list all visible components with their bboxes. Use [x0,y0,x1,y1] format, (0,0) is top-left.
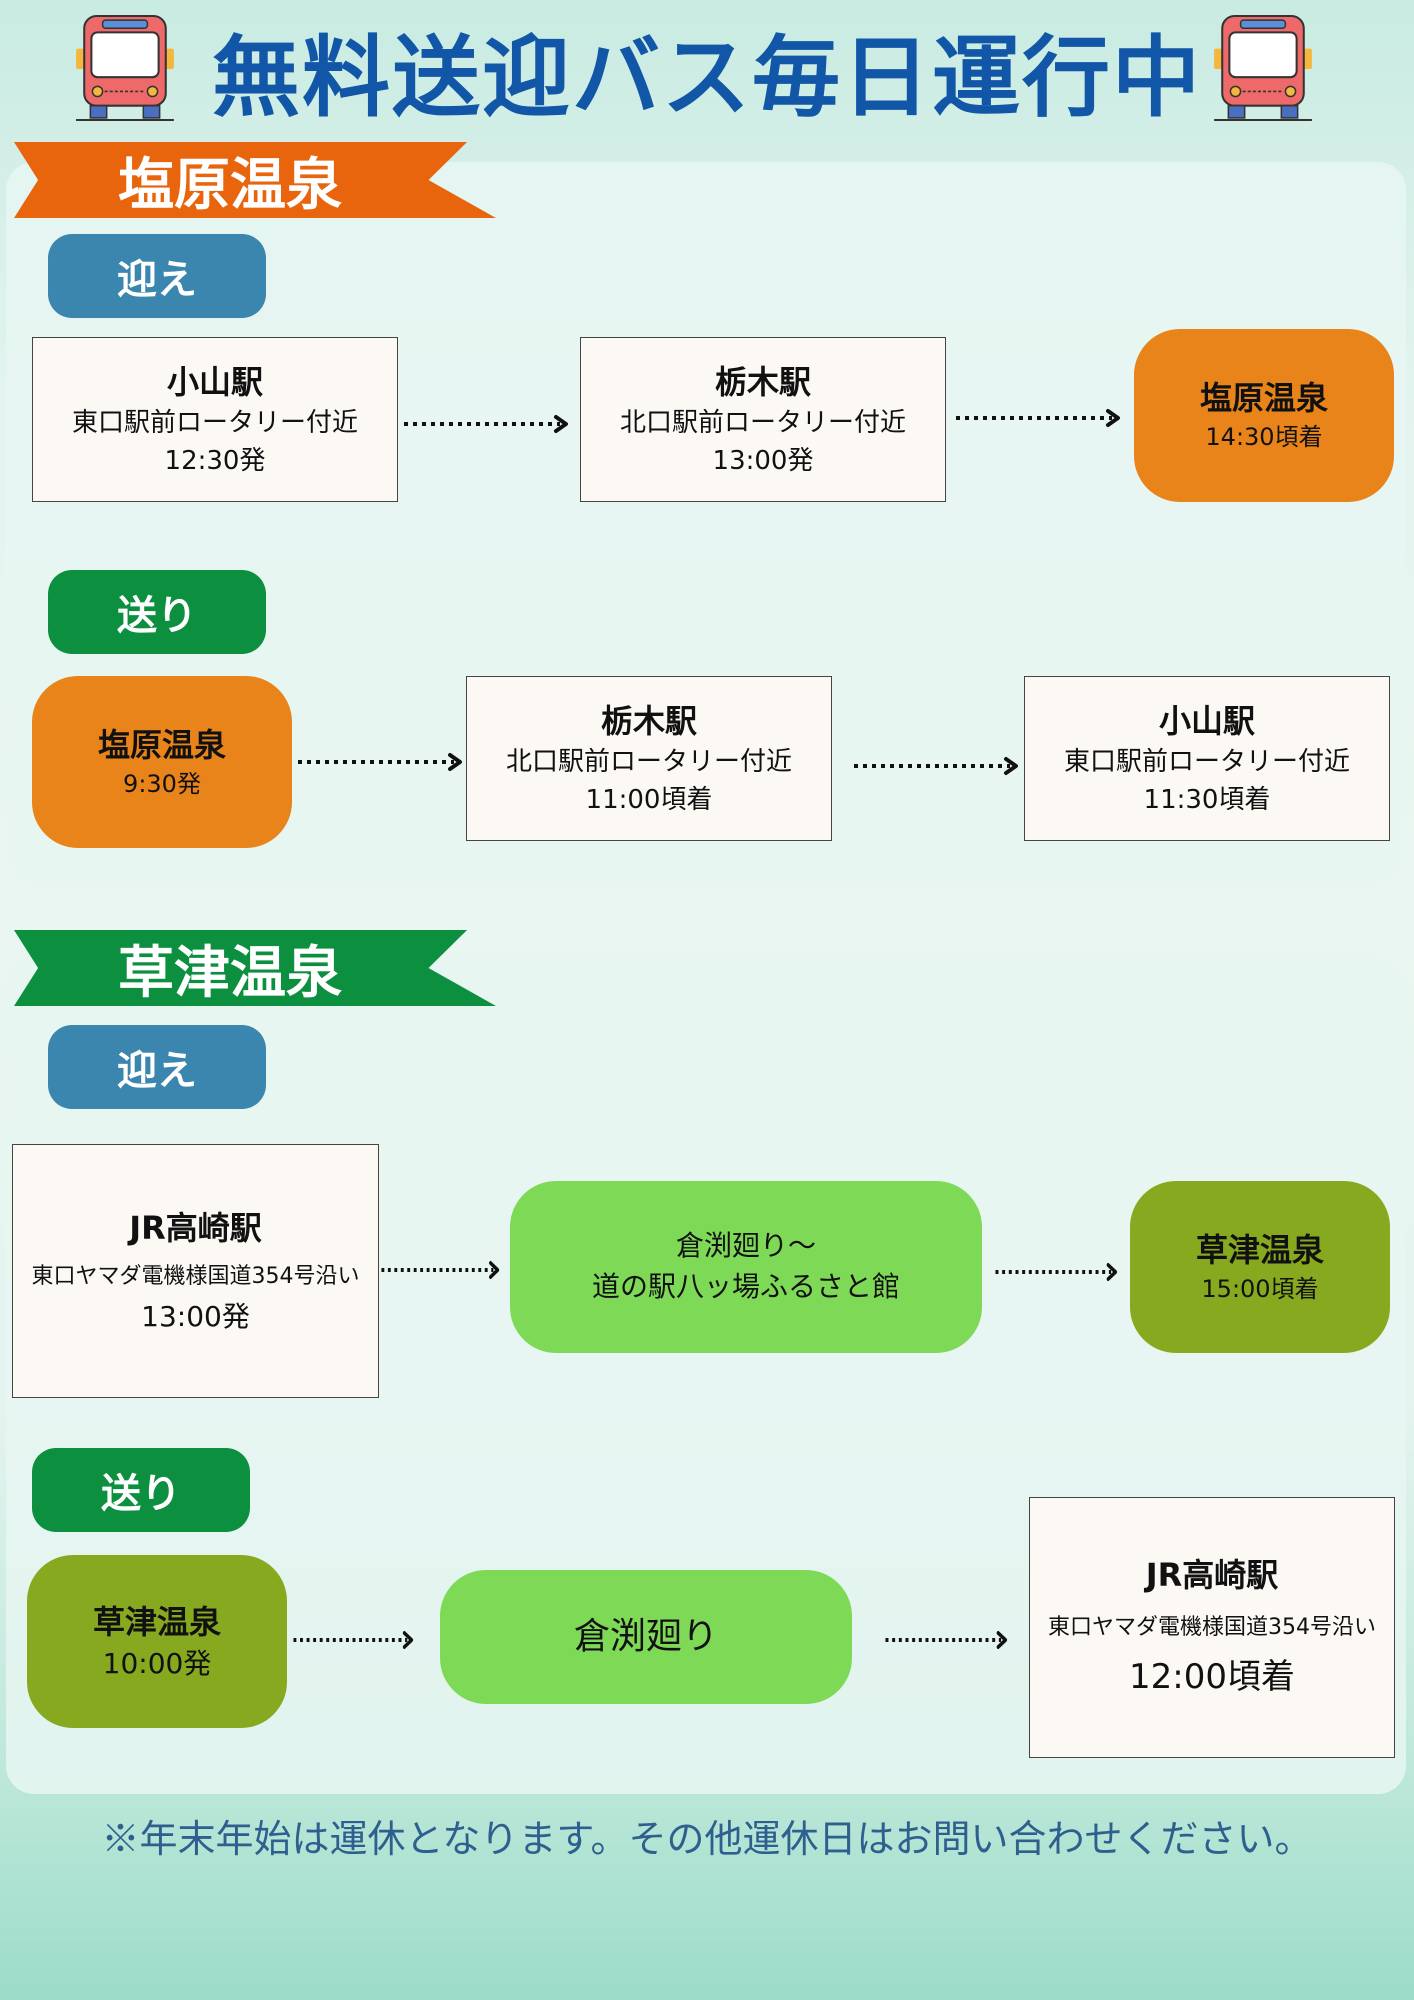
kusatsu-dropoff-label: 送り [32,1448,250,1532]
stop-time: 12:00頃着 [1129,1657,1295,1698]
kusatsu-pickup-label: 迎え [48,1025,266,1109]
dotted-arrow-icon [380,1260,502,1280]
stop-name: 栃木駅 [714,363,811,402]
route-line2: 道の駅八ッ場ふるさと館 [591,1270,900,1303]
kusatsu-pickup-route: 倉渕廻り～ 道の駅八ッ場ふるさと館 [510,1181,982,1353]
stop-desc: 東口駅前ロータリー付近 [1063,746,1350,777]
stop-name: 小山駅 [1158,702,1255,741]
stop-name: 栃木駅 [600,702,697,741]
shiobara-dropoff-stop-tochigi: 栃木駅 北口駅前ロータリー付近 11:00頃着 [466,676,832,841]
stop-time: 13:00発 [141,1299,250,1333]
stop-name: 小山駅 [166,363,263,402]
stop-time: 11:00頃着 [585,784,713,815]
route-line1: 倉渕廻り～ [675,1229,816,1263]
kusatsu-dropoff-route: 倉渕廻り [440,1570,852,1704]
shiobara-dropoff-stop-oyama: 小山駅 東口駅前ロータリー付近 11:30頃着 [1024,676,1390,841]
stop-name: JR高崎駅 [129,1209,262,1248]
page-title: 無料送迎バス毎日運行中 [211,24,1202,129]
shiobara-pickup-dest: 塩原温泉 14:30頃着 [1134,329,1394,502]
shiobara-pickup-stop-tochigi: 栃木駅 北口駅前ロータリー付近 13:00発 [580,337,946,502]
kusatsu-ribbon: 草津温泉 [14,930,496,1006]
stop-desc: 北口駅前ロータリー付近 [505,746,792,777]
shiobara-ribbon: 塩原温泉 [14,142,496,218]
dotted-arrow-icon [852,756,1022,776]
shiobara-dropoff-label: 送り [48,570,266,654]
stop-name: JR高崎駅 [1145,1556,1279,1595]
origin-time: 9:30発 [123,769,201,798]
dotted-arrow-icon [402,414,572,434]
shiobara-dropoff-origin: 塩原温泉 9:30発 [32,676,292,848]
dest-time: 15:00頃着 [1201,1274,1319,1303]
dotted-arrow-icon [884,1630,1010,1650]
shiobara-pickup-stop-oyama: 小山駅 東口駅前ロータリー付近 12:30発 [32,337,398,502]
shiobara-pickup-label: 迎え [48,234,266,318]
kusatsu-pickup-dest: 草津温泉 15:00頃着 [1130,1181,1390,1353]
dest-name: 塩原温泉 [1199,379,1328,418]
route-line1: 倉渕廻り [573,1615,718,1657]
stop-desc: 東口ヤマダ電機様国道354号沿い [1048,1615,1376,1641]
dotted-arrow-icon [994,1262,1120,1282]
stop-time: 12:30発 [164,445,266,476]
origin-time: 10:00発 [102,1647,212,1681]
stop-time: 13:00発 [712,445,814,476]
kusatsu-dropoff-origin: 草津温泉 10:00発 [27,1555,287,1728]
stop-desc: 北口駅前ロータリー付近 [619,407,906,438]
dest-time: 14:30頃着 [1205,423,1323,452]
dotted-arrow-icon [296,752,466,772]
bus-icon-left [74,14,176,122]
stop-desc: 東口ヤマダ電機様国道354号沿い [31,1263,360,1289]
origin-name: 塩原温泉 [97,725,226,764]
stop-time: 11:30頃着 [1143,784,1271,815]
kusatsu-pickup-stop-takasaki: JR高崎駅 東口ヤマダ電機様国道354号沿い 13:00発 [12,1144,379,1398]
origin-name: 草津温泉 [92,1602,221,1641]
bus-icon-right [1212,14,1314,122]
stop-desc: 東口駅前ロータリー付近 [71,407,358,438]
dotted-arrow-icon [954,408,1124,428]
dotted-arrow-icon [292,1630,416,1650]
dest-name: 草津温泉 [1195,1230,1324,1269]
kusatsu-dropoff-dest-takasaki: JR高崎駅 東口ヤマダ電機様国道354号沿い 12:00頃着 [1029,1497,1395,1758]
footer-note: ※年末年始は運休となります。その他運休日はお問い合わせください。 [101,1817,1313,1861]
